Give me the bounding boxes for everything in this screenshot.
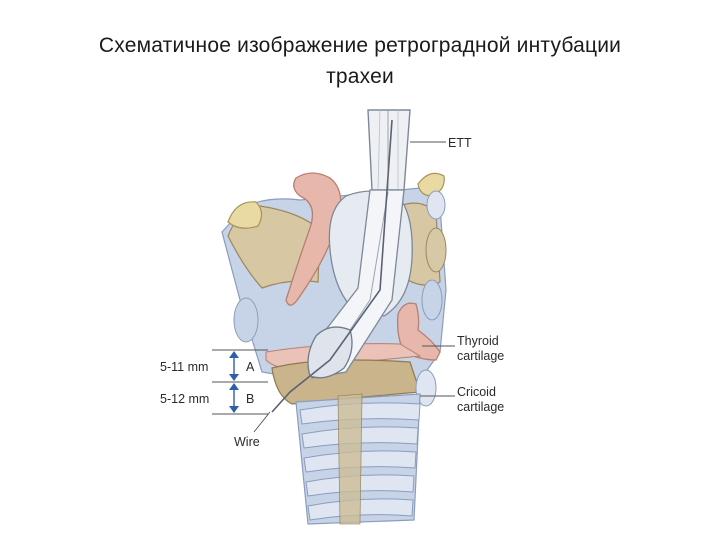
anatomy-labels: ETT Thyroid cartilage Cricoid cartilage … [234,136,504,449]
epiglottis [285,172,342,306]
cricoid-label-line-1: Cricoid [457,385,496,399]
slide-title-line-2: трахеи [326,65,394,88]
lateral-tissue-right-3 [421,279,443,321]
lateral-tissue-right-2 [425,227,447,273]
wire-leader [253,411,271,433]
dim-arrow-a-head-top [229,351,239,358]
slide-title: Схематичное изображение ретроградной инт… [0,30,720,92]
superior-cornu-right [417,172,445,197]
slide-title-line-1: Схематичное изображение ретроградной инт… [98,34,622,57]
guide-wire [271,119,393,413]
posterior-tracheal-wall [337,393,363,525]
lateral-tissue-left-1 [233,297,259,343]
cricoid-side-right [415,369,437,407]
dim-b-value: 5-12 mm [160,392,209,406]
wire-label: Wire [234,435,260,449]
dim-b-letter: B [246,392,254,406]
larynx-illustration [221,109,447,525]
superior-cornu-left [227,201,263,229]
dim-a-value: 5-11 mm [160,360,208,374]
dim-arrow-b-head-top [229,383,239,390]
ett-shaft [367,109,411,191]
dim-arrow-a-head-bottom [229,374,239,381]
dim-a-letter: A [246,360,255,374]
ett-shaft-line [377,109,381,191]
ett-label: ETT [448,136,472,150]
dimension-guides: 5-11 mm A 5-12 mm B [160,349,268,415]
thyroid-label-line-2: cartilage [457,349,504,363]
ett-tip [307,326,353,379]
thyroid-label-line-1: Thyroid [457,334,499,348]
dim-arrow-b-head-bottom [229,406,239,413]
cricoid-label-line-2: cartilage [457,400,504,414]
lateral-tissue-right-1 [426,190,446,220]
